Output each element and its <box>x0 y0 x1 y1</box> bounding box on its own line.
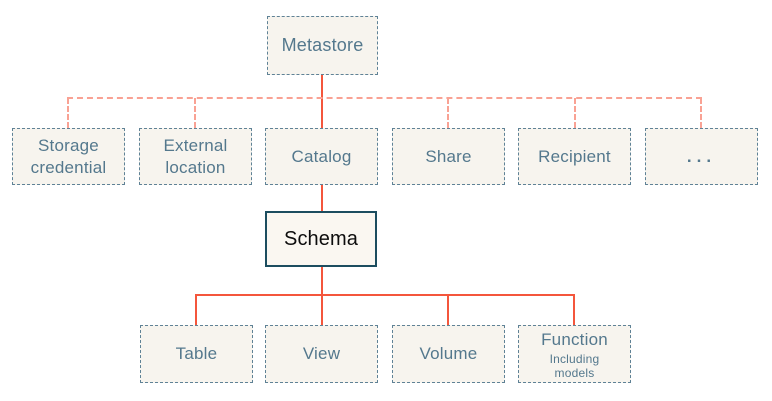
connector-table <box>195 294 197 325</box>
connector-share <box>447 98 449 128</box>
connector-view <box>321 294 323 325</box>
node-schema-label: Schema <box>284 227 358 250</box>
node-volume-label: Volume <box>419 344 478 364</box>
node-catalog: Catalog <box>265 128 378 185</box>
node-table-label: Table <box>175 344 218 364</box>
node-external-location: External location <box>139 128 252 185</box>
node-function-label: Function <box>541 330 608 350</box>
connector-children-horizontal <box>195 294 575 296</box>
node-catalog-label: Catalog <box>291 146 352 166</box>
connector-volume <box>447 294 449 325</box>
node-storage-credential: Storage credential <box>12 128 125 185</box>
node-view: View <box>265 325 378 383</box>
node-volume: Volume <box>392 325 505 383</box>
node-function: Function Including models <box>518 325 631 383</box>
connector-ellipsis <box>700 98 702 128</box>
node-metastore: Metastore <box>267 16 378 75</box>
node-recipient-label: Recipient <box>538 146 611 166</box>
node-schema: Schema <box>265 211 377 267</box>
node-metastore-label: Metastore <box>281 35 364 56</box>
node-ellipsis-label: ... <box>686 146 717 166</box>
connector-metastore-down <box>321 75 323 128</box>
node-share: Share <box>392 128 505 185</box>
node-external-location-label: External location <box>163 136 228 177</box>
connector-row-dashed-horizontal <box>67 97 702 99</box>
node-storage-credential-label: Storage credential <box>30 136 107 177</box>
connector-recipient <box>574 98 576 128</box>
connector-external-location <box>194 98 196 128</box>
connector-storage-credential <box>67 98 69 128</box>
node-table: Table <box>140 325 253 383</box>
node-ellipsis: ... <box>645 128 758 185</box>
node-share-label: Share <box>425 146 472 166</box>
node-view-label: View <box>302 344 341 364</box>
connector-schema-down <box>321 267 323 296</box>
connector-catalog-to-schema <box>321 185 323 211</box>
node-function-sublabel: Including models <box>549 351 600 381</box>
node-recipient: Recipient <box>518 128 631 185</box>
connector-function <box>573 294 575 325</box>
